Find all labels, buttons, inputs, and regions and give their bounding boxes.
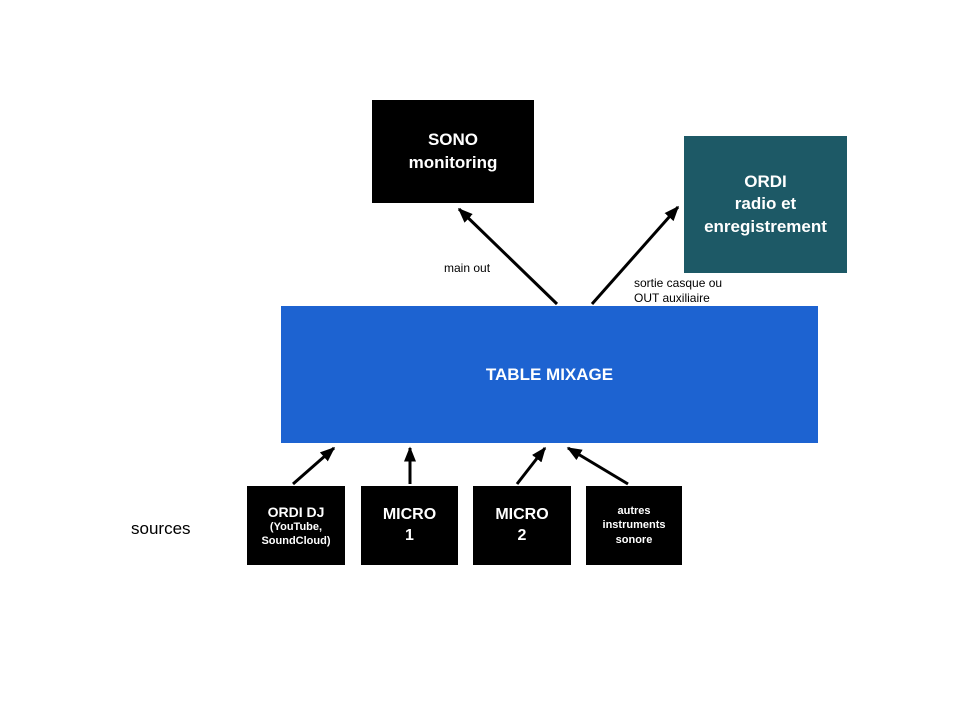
autres-label-line2: instruments <box>602 519 666 532</box>
table-mixage-box: TABLE MIXAGE <box>281 306 818 443</box>
arrow-autres-to-mixer <box>566 446 629 486</box>
micro2-source-box: MICRO 2 <box>473 486 571 565</box>
ordi-dj-subtitle-line2: SoundCloud) <box>261 534 331 547</box>
arrow-mixer-to-sono <box>457 207 559 306</box>
main-out-arrow-label: main out <box>444 261 491 275</box>
table-mixage-label: TABLE MIXAGE <box>485 364 614 384</box>
sono-label-line2: monitoring <box>408 152 498 172</box>
micro1-label-line1: MICRO <box>382 505 437 523</box>
autres-label-line1: autres <box>617 505 651 518</box>
ordi-radio-label-line2: radio et <box>734 194 797 214</box>
arrow-ordi-dj-to-mixer <box>292 446 336 486</box>
ordi-radio-label-line3: enregistrement <box>704 216 827 236</box>
sortie-label-line1: sortie casque ou <box>634 276 723 290</box>
ordi-radio-box: ORDI radio et enregistrement <box>684 136 847 273</box>
micro1-source-box: MICRO 1 <box>361 486 458 565</box>
autres-label-line3: sonore <box>615 533 653 546</box>
sono-monitoring-box: SONO monitoring <box>372 100 534 203</box>
sources-caption: sources <box>131 519 191 538</box>
arrow-mixer-to-ordi-radio <box>590 205 680 305</box>
ordi-dj-title: ORDI DJ <box>267 503 325 520</box>
ordi-radio-label-line1: ORDI <box>744 172 787 192</box>
mic2-label-line2: 2 <box>517 526 527 544</box>
sono-label-line1: SONO <box>427 129 479 149</box>
autres-instruments-source-box: autres instruments sonore <box>586 486 682 565</box>
sortie-label-line2: OUT auxiliaire <box>634 291 710 305</box>
sortie-casque-arrow-label: sortie casque ou OUT auxiliaire <box>634 276 754 306</box>
micro2-label-line1: MICRO <box>495 505 549 523</box>
arrow-micro2-to-mixer <box>515 446 547 485</box>
ordi-dj-source-box: ORDI DJ (YouTube, SoundCloud) <box>247 486 345 565</box>
micro1-label-line2: 1 <box>405 526 414 544</box>
ordi-dj-subtitle-line1: (YouTube, <box>269 520 323 533</box>
